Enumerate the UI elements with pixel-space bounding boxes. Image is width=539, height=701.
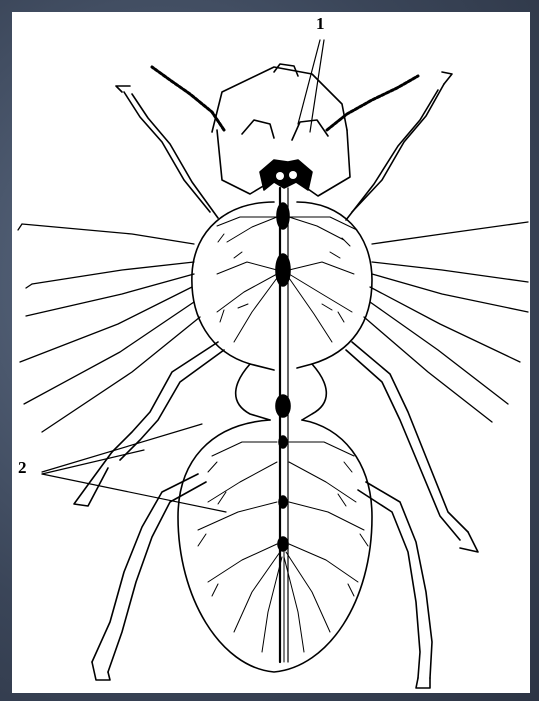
brain <box>260 160 312 190</box>
ventral-nerve-cord <box>276 188 290 662</box>
abdomen <box>178 420 372 672</box>
left-legs <box>74 86 224 680</box>
right-legs <box>346 72 478 688</box>
right-wing-veins <box>364 222 528 422</box>
callout-label-2: 2 <box>18 458 27 478</box>
callout-label-1: 1 <box>316 14 325 34</box>
insect-nervous-system-diagram: 1 2 <box>12 12 530 693</box>
abdominal-nerves <box>198 442 368 662</box>
antennae <box>152 67 418 130</box>
left-wing-veins <box>18 224 200 432</box>
